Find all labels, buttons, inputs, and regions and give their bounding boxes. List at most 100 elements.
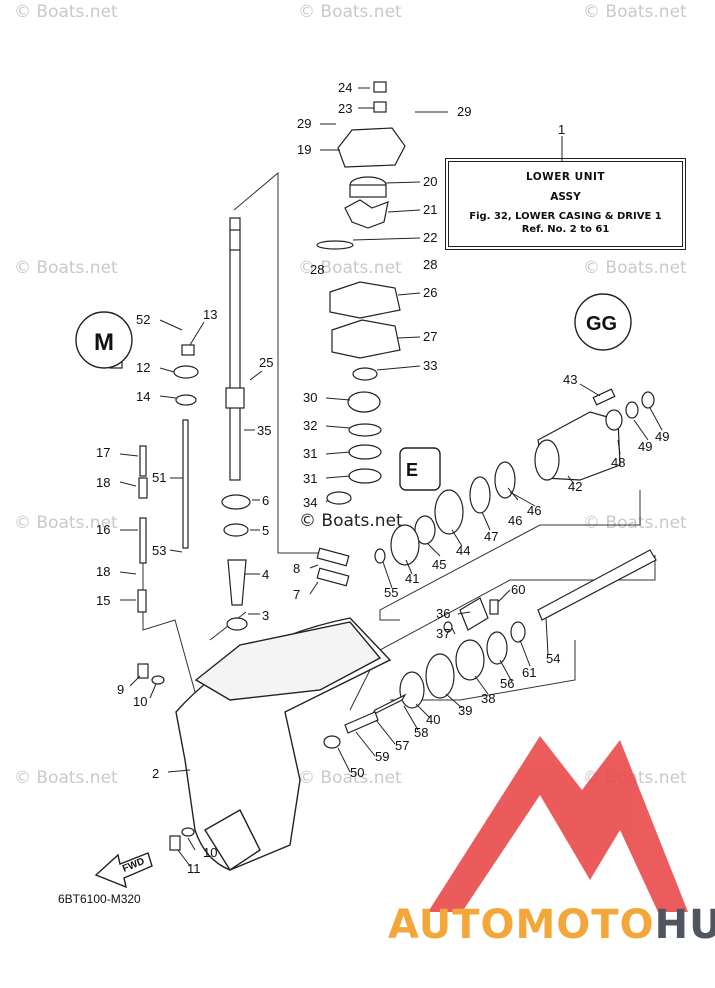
- callout-number: 52: [136, 312, 151, 327]
- callout-number: 6: [262, 493, 270, 508]
- info-title: LOWER UNIT: [525, 171, 606, 183]
- callout-number: 29: [297, 116, 312, 131]
- callout-number: 3: [262, 608, 270, 623]
- svg-text:GG: GG: [586, 313, 617, 335]
- callout-number: 8: [293, 561, 301, 576]
- svg-text:E: E: [406, 460, 418, 480]
- watermark: © Boats.net: [14, 258, 118, 278]
- callout-number: 48: [611, 455, 626, 470]
- watermark: © Boats.net: [298, 768, 402, 788]
- callout-number: 47: [484, 529, 499, 544]
- watermark: © Boats.net: [14, 768, 118, 788]
- watermark: © Boats.net: [14, 2, 118, 22]
- callout-number: 4: [262, 567, 270, 582]
- center-watermark: © Boats.net: [299, 511, 403, 531]
- callout-number: 16: [96, 522, 111, 537]
- callout-number: 10: [203, 845, 218, 860]
- callout-number: 23: [338, 101, 353, 116]
- callout-number: 12: [136, 360, 151, 375]
- callout-number: 18: [96, 564, 111, 579]
- callout-number: 24: [338, 80, 353, 95]
- watermark: © Boats.net: [298, 258, 402, 278]
- callout-number: 35: [257, 423, 272, 438]
- lower-casing: [175, 617, 392, 871]
- callout-number: 15: [96, 593, 111, 608]
- callout-number: 38: [481, 691, 496, 706]
- callout-number: 41: [405, 571, 420, 586]
- brand-part2: HUB: [654, 902, 715, 948]
- lubricant-symbol-icons: M GG E: [75, 293, 632, 491]
- callout-number: 22: [423, 230, 438, 245]
- drive-shaft: [225, 217, 245, 481]
- callout-number: 39: [458, 703, 473, 718]
- info-subtitle: ASSY: [550, 191, 581, 203]
- callout-number: 50: [350, 765, 365, 780]
- callout-number: 29: [457, 104, 472, 119]
- callout-number: 45: [432, 557, 447, 572]
- callout-number: 18: [96, 475, 111, 490]
- callout-number: 11: [187, 861, 201, 876]
- callout-number: 49: [655, 429, 670, 444]
- callout-number: 21: [423, 202, 438, 217]
- callout-number: 34: [303, 495, 318, 510]
- svg-text:M: M: [94, 329, 114, 356]
- watermark: © Boats.net: [583, 258, 687, 278]
- callout-number: 37: [436, 626, 451, 641]
- callout-number: 59: [375, 749, 390, 764]
- callout-number: 36: [436, 606, 451, 621]
- callout-number: 55: [384, 585, 399, 600]
- callout-number: 46: [527, 503, 542, 518]
- callout-number: 17: [96, 445, 111, 460]
- callout-number: 30: [303, 390, 318, 405]
- callout-number: 31: [303, 446, 318, 461]
- callout-number: 26: [423, 285, 438, 300]
- watermark: © Boats.net: [14, 513, 118, 533]
- info-ref: Ref. No. 2 to 61: [521, 224, 610, 235]
- callout-number: 54: [546, 651, 561, 666]
- brand-part1: AUTOMOTO: [388, 902, 655, 948]
- fwd-arrow-icon: FWD: [94, 852, 153, 889]
- leader-lines: [119, 87, 663, 867]
- callout-number: 40: [426, 712, 441, 727]
- callout-number: 2: [152, 766, 160, 781]
- callout-number: 61: [522, 665, 537, 680]
- callout-number: 60: [511, 582, 526, 597]
- callout-number: 33: [423, 358, 438, 373]
- lower-unit-info-box: LOWER UNIT ASSY Fig. 32, LOWER CASING & …: [445, 158, 686, 250]
- callout-number: 56: [500, 676, 515, 691]
- propeller-shaft-assembly: [323, 388, 657, 749]
- callout-number: 57: [395, 738, 410, 753]
- callout-number: 19: [297, 142, 312, 157]
- callout-number: 42: [568, 479, 583, 494]
- callout-number: 53: [152, 543, 167, 558]
- callout-number: 14: [136, 389, 151, 404]
- callout-number: 46: [508, 513, 523, 528]
- callout-number: 58: [414, 725, 429, 740]
- info-figure: Fig. 32, LOWER CASING & DRIVE 1: [469, 211, 662, 222]
- watermark: © Boats.net: [298, 2, 402, 22]
- callout-number: 27: [423, 329, 438, 344]
- callout-number: 43: [563, 372, 578, 387]
- callout-1: 1: [558, 122, 566, 137]
- callout-number: 44: [456, 543, 471, 558]
- callout-number: 20: [423, 174, 438, 189]
- callout-number: 28: [310, 262, 325, 277]
- callout-number: 49: [638, 439, 653, 454]
- callout-number: 51: [152, 470, 167, 485]
- callout-number: 7: [293, 587, 301, 602]
- callout-number: 31: [303, 471, 318, 486]
- callout-number: 5: [262, 523, 270, 538]
- callout-number: 10: [133, 694, 148, 709]
- callout-number: 9: [117, 682, 125, 697]
- water-pump-housing: [316, 81, 406, 505]
- callout-number: 13: [203, 307, 218, 322]
- callout-number: 25: [259, 355, 274, 370]
- callout-number: 32: [303, 418, 318, 433]
- brand-wordmark: AUTOMOTOHUB: [388, 902, 715, 948]
- brand-logo-icon: [428, 736, 688, 912]
- watermark: © Boats.net: [583, 2, 687, 22]
- figure-code: 6BT6100-M320: [58, 892, 141, 906]
- watermark: © Boats.net: [583, 513, 687, 533]
